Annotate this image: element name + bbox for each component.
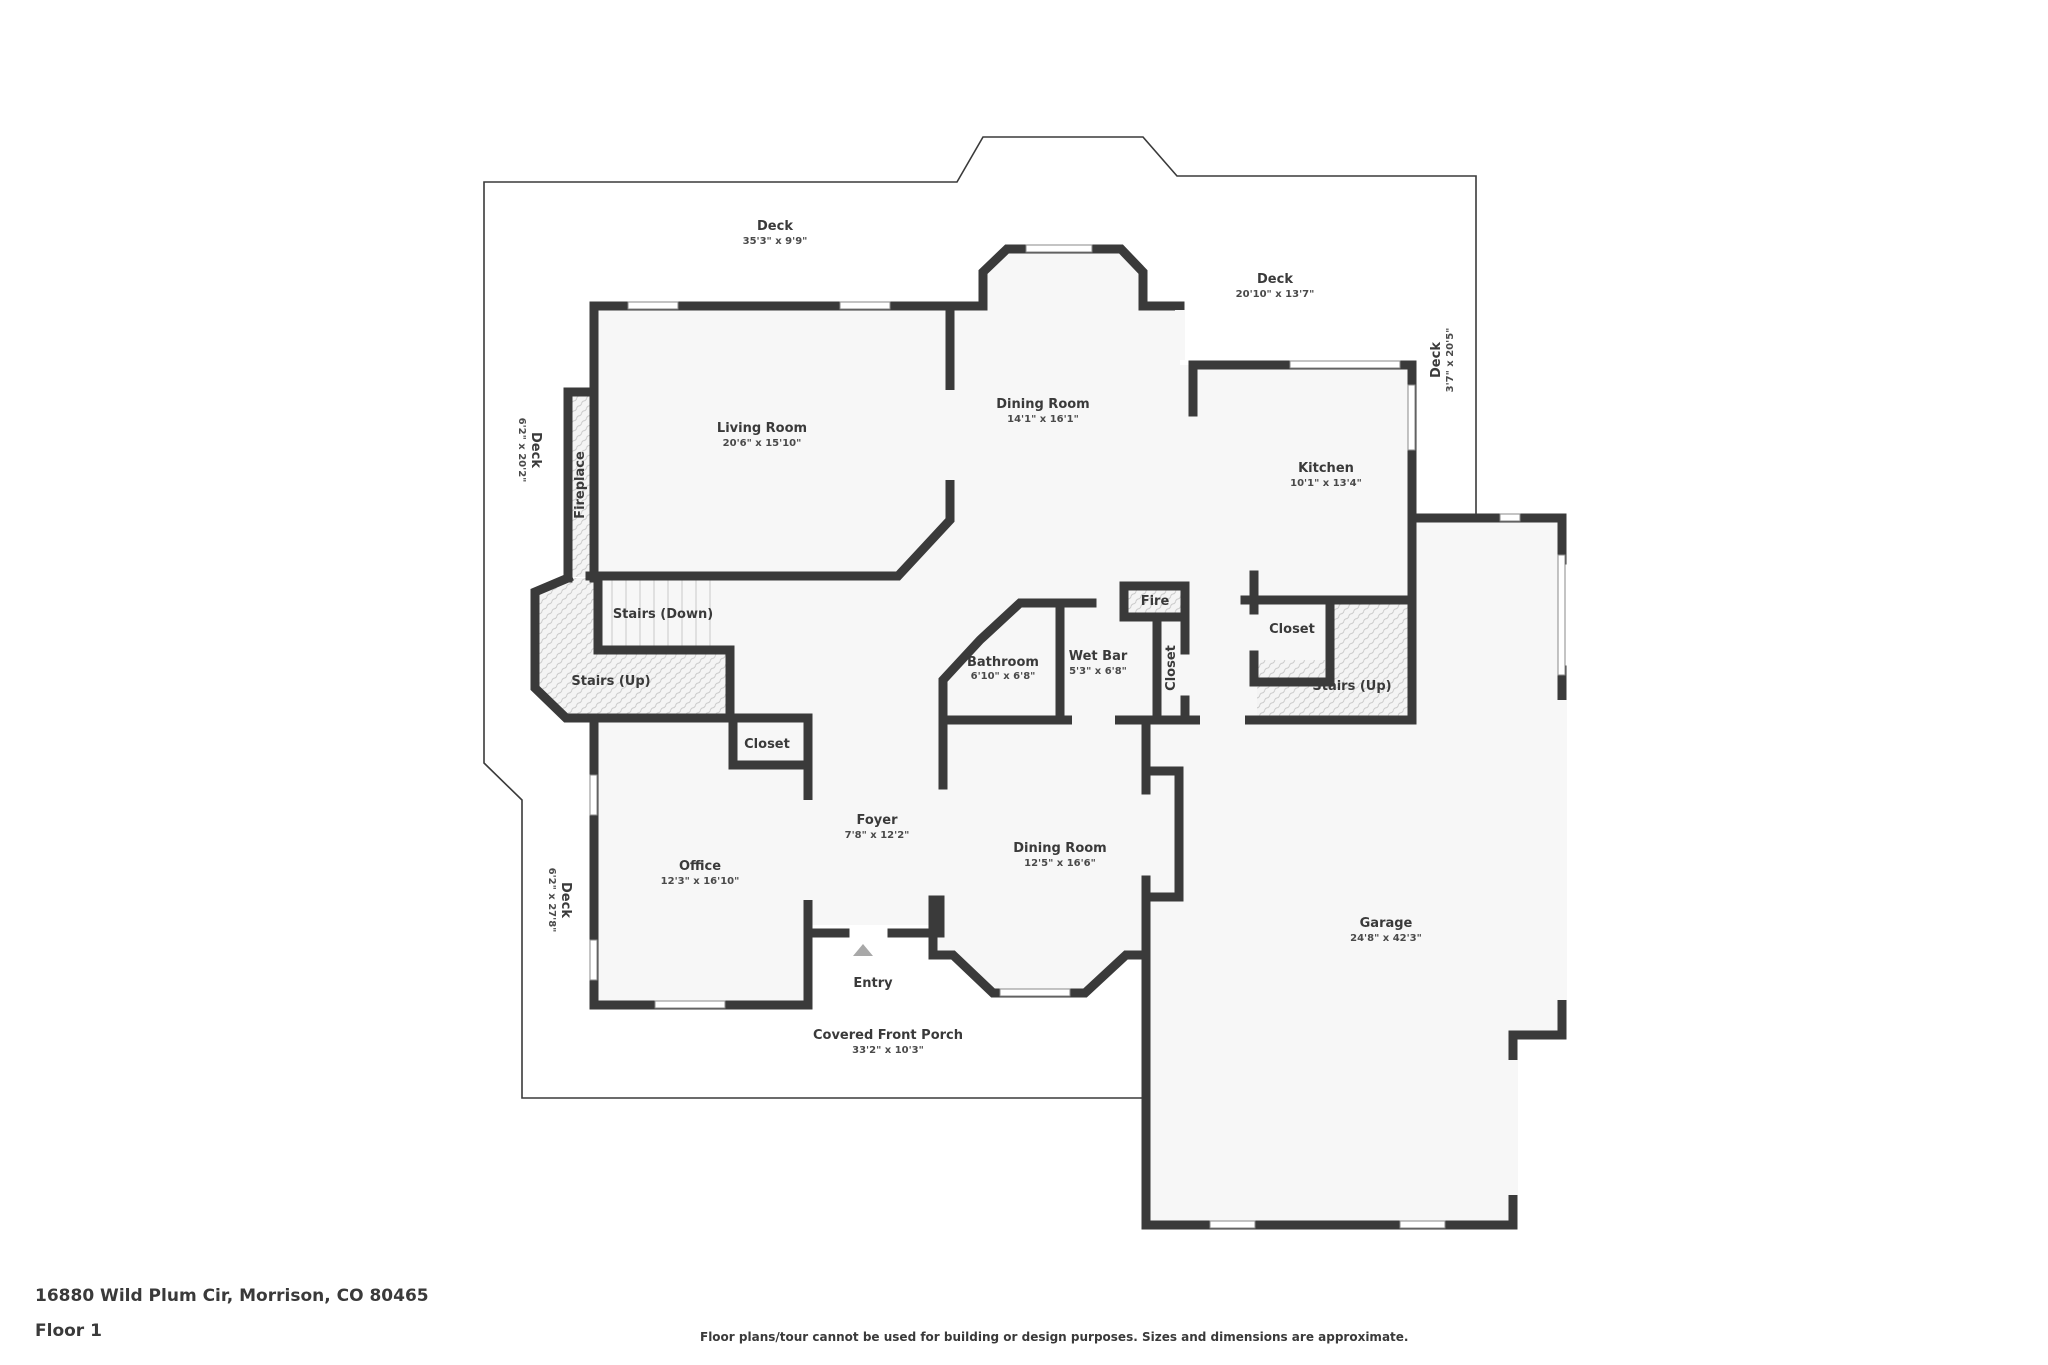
kitchen-dims: 10'1" x 13'4" — [1290, 478, 1362, 489]
wet-bar-dims: 5'3" x 6'8" — [1069, 666, 1127, 677]
entry-label: Entry — [853, 976, 893, 991]
stairs-down-label: Stairs (Down) — [613, 607, 713, 622]
deck-left-upper-dims: 6'2" x 20'2" — [516, 418, 527, 483]
deck-right-dims: 3'7" x 20'5" — [1445, 328, 1456, 393]
garage-dims: 24'8" x 42'3" — [1350, 933, 1422, 944]
fire-area — [1128, 590, 1181, 613]
closet-east-label: Closet — [1269, 622, 1315, 637]
foyer-label: Foyer — [857, 813, 899, 828]
bathroom-dims: 6'10" x 6'8" — [971, 671, 1036, 682]
windows — [589, 244, 1566, 1229]
openings — [803, 310, 1567, 1195]
property-address: 16880 Wild Plum Cir, Morrison, CO 80465 — [35, 1286, 429, 1306]
closet-vertical-label: Closet — [1164, 645, 1179, 691]
wet-bar-label: Wet Bar — [1069, 649, 1128, 664]
foyer-dims: 7'8" x 12'2" — [845, 830, 910, 841]
stairs-up-east-label: Stairs (Up) — [1312, 679, 1391, 694]
room-labels: Deck 35'3" x 9'9" Deck 20'10" x 13'7" De… — [516, 219, 1456, 1056]
dining-room-south-label: Dining Room — [1013, 841, 1106, 856]
deck-right-label: Deck — [1429, 342, 1444, 378]
deck-top-dims: 35'3" x 9'9" — [743, 236, 808, 247]
dining-room-north-label: Dining Room — [996, 397, 1089, 412]
fire-label: Fire — [1141, 594, 1170, 609]
deck-left-upper-label: Deck — [528, 432, 543, 468]
porch-label: Covered Front Porch — [813, 1028, 963, 1043]
deck-left-lower-dims: 6'2" x 27'8" — [546, 868, 557, 933]
deck-left-lower-label: Deck — [558, 882, 573, 918]
office-dims: 12'3" x 16'10" — [661, 876, 740, 887]
kitchen-label: Kitchen — [1298, 461, 1354, 476]
stairs-down-area — [598, 580, 728, 647]
floor-name: Floor 1 — [35, 1321, 102, 1341]
dining-room-south-dims: 12'5" x 16'6" — [1024, 858, 1096, 869]
office-label: Office — [679, 859, 721, 874]
disclaimer: Floor plans/tour cannot be used for buil… — [700, 1330, 1409, 1344]
living-room-dims: 20'6" x 15'10" — [723, 438, 802, 449]
porch-dims: 33'2" x 10'3" — [852, 1045, 924, 1056]
fireplace-label: Fireplace — [573, 451, 588, 519]
deck-top-label: Deck — [757, 219, 793, 234]
living-room-label: Living Room — [717, 421, 807, 436]
closet-west-label: Closet — [744, 737, 790, 752]
deck-top-right-label: Deck — [1257, 272, 1293, 287]
deck-top-right-dims: 20'10" x 13'7" — [1236, 289, 1315, 300]
garage-label: Garage — [1360, 916, 1413, 931]
stairs-up-west-label: Stairs (Up) — [571, 674, 650, 689]
stairs-up-west-area — [535, 578, 730, 718]
bathroom-label: Bathroom — [967, 655, 1039, 670]
interior-floor — [594, 249, 1562, 1225]
dining-room-north-dims: 14'1" x 16'1" — [1007, 414, 1079, 425]
entry-arrow-icon — [853, 944, 873, 956]
